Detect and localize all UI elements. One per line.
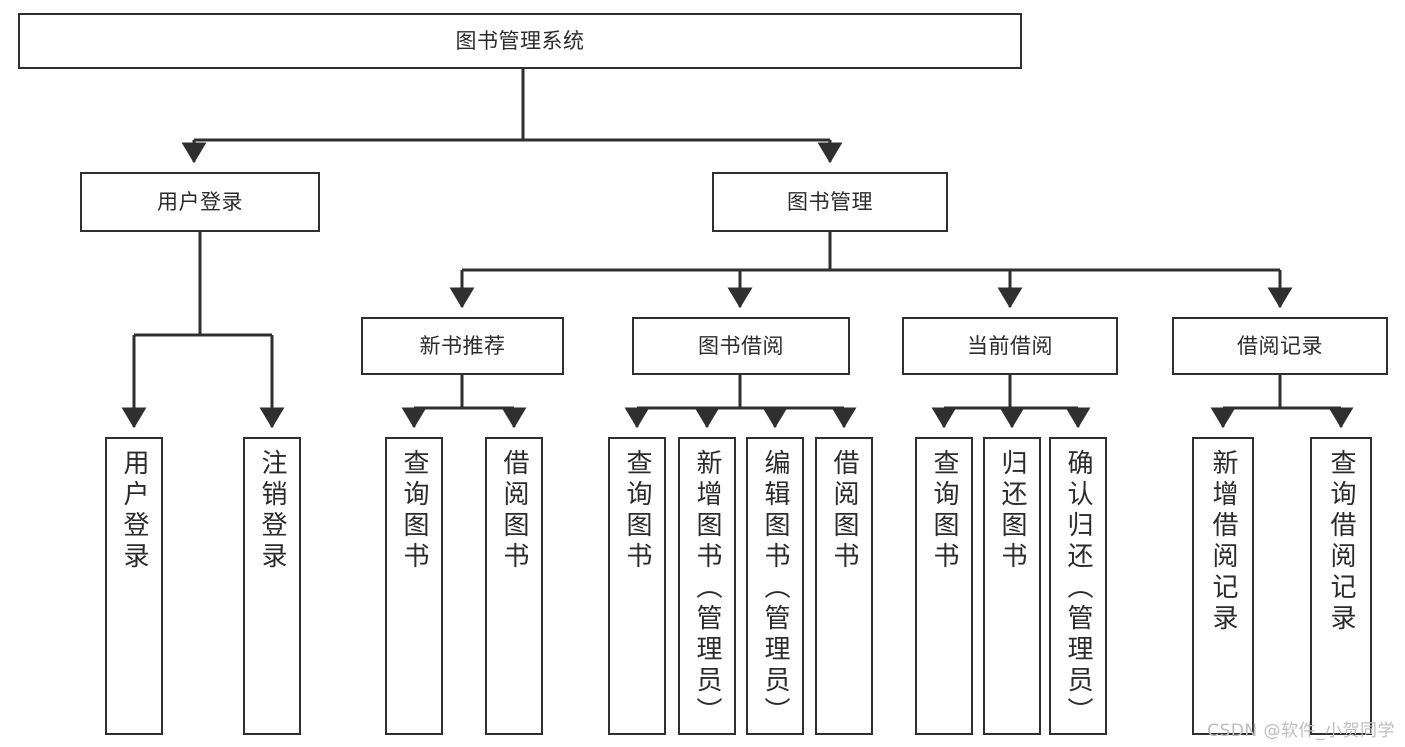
node-user-login[interactable]: 用户登录 xyxy=(80,172,320,232)
node-leaf-query-borrow-record-label: 查询借阅记录 xyxy=(1326,449,1356,635)
node-leaf-edit-book-admin[interactable]: 编辑图书（管理员） xyxy=(746,437,804,735)
node-root[interactable]: 图书管理系统 xyxy=(18,13,1022,69)
node-leaf-query-book-current[interactable]: 查询图书 xyxy=(915,437,973,735)
node-leaf-query-book-borrow[interactable]: 查询图书 xyxy=(608,437,666,735)
node-leaf-confirm-return-admin[interactable]: 确认归还（管理员） xyxy=(1049,437,1107,735)
node-root-label: 图书管理系统 xyxy=(455,28,585,53)
node-leaf-return-book-label: 归还图书 xyxy=(997,449,1027,573)
node-borrow-record-label: 借阅记录 xyxy=(1237,333,1323,358)
node-leaf-query-book-current-label: 查询图书 xyxy=(929,449,959,573)
node-borrow-record[interactable]: 借阅记录 xyxy=(1172,317,1388,375)
node-leaf-add-book-admin[interactable]: 新增图书（管理员） xyxy=(678,437,736,735)
node-leaf-query-book-borrow-label: 查询图书 xyxy=(622,449,652,573)
node-current-borrow-label: 当前借阅 xyxy=(967,333,1053,358)
node-leaf-add-borrow-record-label: 新增借阅记录 xyxy=(1208,449,1238,635)
node-leaf-user-login[interactable]: 用户登录 xyxy=(105,437,163,735)
node-user-login-label: 用户登录 xyxy=(157,189,243,214)
node-leaf-query-book-recommend-label: 查询图书 xyxy=(399,449,429,573)
node-leaf-query-borrow-record[interactable]: 查询借阅记录 xyxy=(1310,437,1372,735)
node-leaf-borrow-book-recommend[interactable]: 借阅图书 xyxy=(485,437,543,735)
node-leaf-user-logout[interactable]: 注销登录 xyxy=(243,437,301,735)
node-leaf-return-book[interactable]: 归还图书 xyxy=(983,437,1041,735)
node-leaf-user-login-label: 用户登录 xyxy=(119,449,149,573)
node-book-borrow[interactable]: 图书借阅 xyxy=(632,317,850,375)
node-book-manage[interactable]: 图书管理 xyxy=(712,172,948,232)
node-leaf-borrow-book-label: 借阅图书 xyxy=(829,449,859,573)
node-current-borrow[interactable]: 当前借阅 xyxy=(902,317,1118,375)
node-leaf-user-logout-label: 注销登录 xyxy=(257,449,287,573)
node-book-manage-label: 图书管理 xyxy=(787,189,873,214)
node-leaf-edit-book-admin-label: 编辑图书（管理员） xyxy=(760,449,790,728)
node-leaf-add-borrow-record[interactable]: 新增借阅记录 xyxy=(1192,437,1254,735)
node-leaf-borrow-book-recommend-label: 借阅图书 xyxy=(499,449,529,573)
node-leaf-borrow-book[interactable]: 借阅图书 xyxy=(815,437,873,735)
node-leaf-query-book-recommend[interactable]: 查询图书 xyxy=(385,437,443,735)
node-leaf-confirm-return-admin-label: 确认归还（管理员） xyxy=(1063,449,1093,728)
node-book-borrow-label: 图书借阅 xyxy=(698,333,784,358)
node-new-book-recommend-label: 新书推荐 xyxy=(419,333,506,358)
node-new-book-recommend[interactable]: 新书推荐 xyxy=(361,317,564,375)
csdn-watermark: CSDN @软件_小贺同学 xyxy=(1207,721,1395,741)
node-leaf-add-book-admin-label: 新增图书（管理员） xyxy=(692,449,722,728)
